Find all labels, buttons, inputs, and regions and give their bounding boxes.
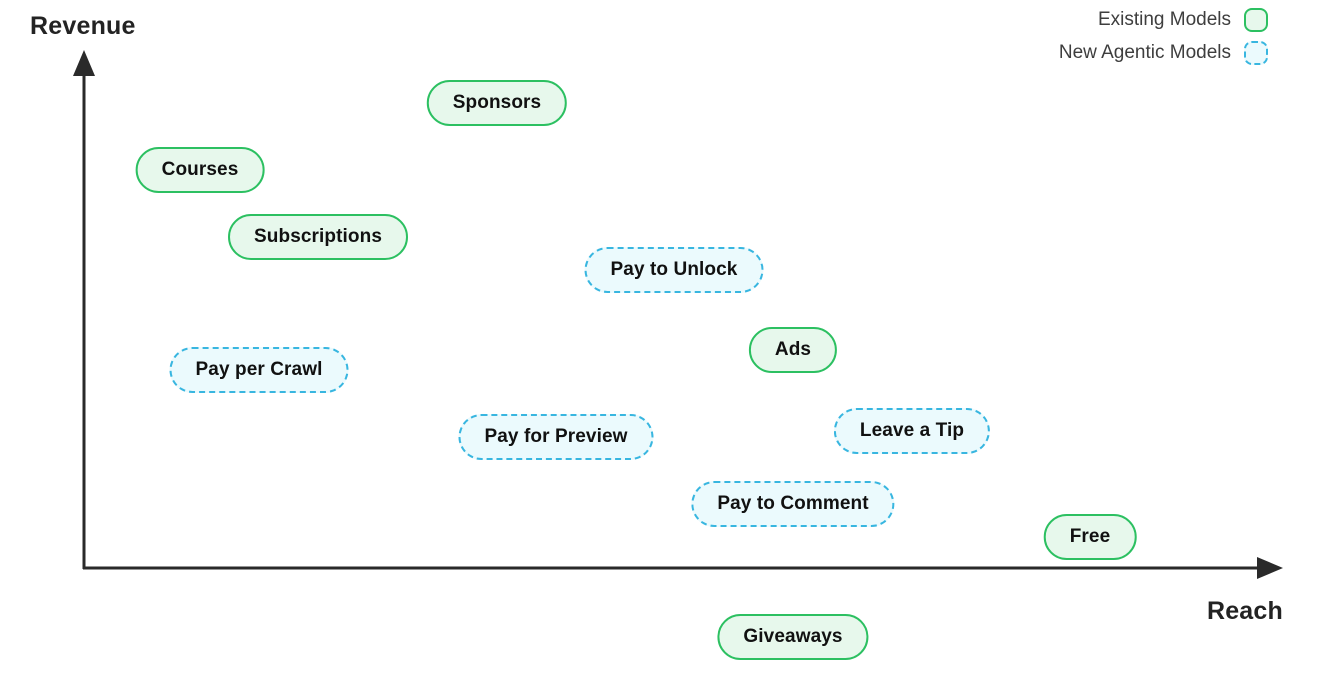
node-pill-courses: Courses xyxy=(135,147,265,193)
node-pill-free: Free xyxy=(1043,514,1137,560)
green-solid-swatch-icon xyxy=(1244,8,1268,32)
node-pill-giveaways: Giveaways xyxy=(717,614,869,660)
node-pill-sponsors: Sponsors xyxy=(426,80,568,126)
node-pill-subscriptions: Subscriptions xyxy=(228,214,408,260)
y-axis-label: Revenue xyxy=(30,12,136,40)
node-pill-leave-a-tip: Leave a Tip xyxy=(833,408,991,454)
legend-label: Existing Models xyxy=(1097,9,1231,30)
legend-label: New Agentic Models xyxy=(1058,42,1231,63)
legend-item-new-agentic-models: New Agentic Models xyxy=(1059,41,1268,65)
x-axis-label: Reach xyxy=(1206,597,1283,625)
legend-item-existing-models: Existing Models xyxy=(1098,8,1268,32)
node-pill-ads: Ads xyxy=(748,327,838,373)
x-axis-arrow-icon xyxy=(1257,557,1283,579)
node-pill-pay-per-crawl: Pay per Crawl xyxy=(169,347,349,393)
cyan-dashed-swatch-icon xyxy=(1244,41,1268,65)
y-axis-arrow-icon xyxy=(73,50,95,76)
node-pill-pay-to-comment: Pay to Comment xyxy=(691,481,895,527)
node-pill-pay-to-unlock: Pay to Unlock xyxy=(584,247,764,293)
node-pill-pay-for-preview: Pay for Preview xyxy=(458,414,654,460)
